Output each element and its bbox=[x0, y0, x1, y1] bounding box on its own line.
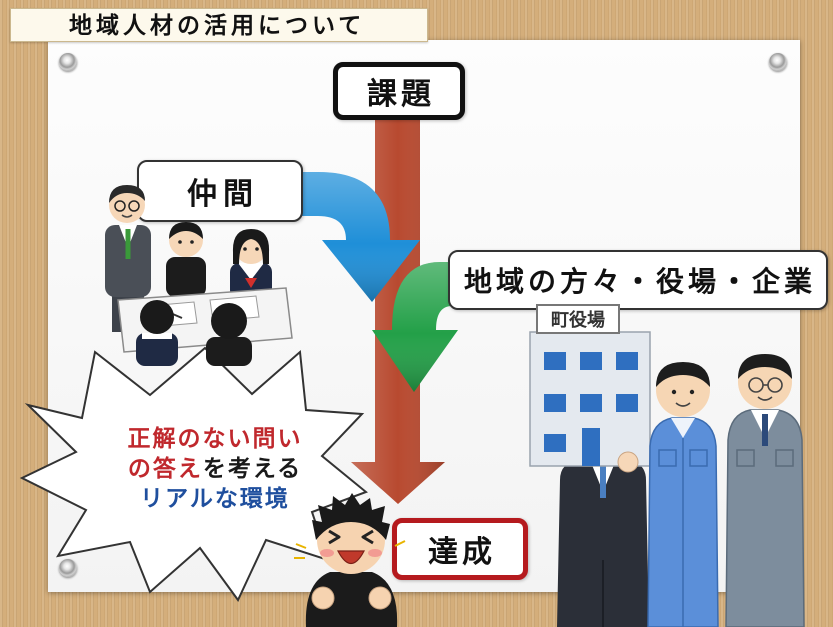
burst-message: 正解のない問い の答えを考える リアルな環境 bbox=[110, 424, 320, 514]
teacher-mouth bbox=[121, 214, 133, 218]
community-box: 地域の方々・役場・企業 bbox=[448, 250, 828, 310]
teacher-students-illustration bbox=[105, 185, 293, 366]
speech-burst bbox=[19, 346, 368, 602]
happy-student-illustration bbox=[294, 493, 406, 627]
community-label: 地域の方々・役場・企業 bbox=[463, 265, 816, 298]
happy-student-hair bbox=[312, 493, 390, 540]
pin-icon bbox=[769, 53, 787, 71]
happy-student-eye-left bbox=[328, 529, 341, 545]
student-back-left-collar bbox=[142, 333, 172, 339]
student-boy-eye-right bbox=[190, 240, 194, 244]
official-tie bbox=[600, 462, 606, 498]
student-back-left-body bbox=[136, 333, 178, 366]
student-girl-figure bbox=[230, 229, 272, 299]
issue-box: 課題 bbox=[333, 62, 465, 120]
title-box: 地域人材の活用について bbox=[10, 8, 428, 42]
student-boy-eye-left bbox=[178, 240, 182, 244]
worker-pocket bbox=[658, 449, 677, 467]
pin-icon bbox=[59, 559, 77, 577]
sparkle-lines bbox=[294, 540, 406, 559]
student-girl-ribbon bbox=[245, 278, 257, 288]
worker2-pocket bbox=[775, 449, 794, 467]
student-back-view-left bbox=[136, 300, 178, 366]
student-boy-body bbox=[166, 257, 206, 297]
peers-arrow-shading bbox=[298, 172, 420, 302]
worker-figure-blue-uniform bbox=[647, 362, 719, 627]
worker-hair bbox=[656, 362, 710, 387]
teacher-glasses-left bbox=[114, 200, 126, 212]
peers-box: 仲間 bbox=[137, 160, 303, 222]
town-hall-window bbox=[616, 352, 638, 370]
community-arrow-shading bbox=[372, 262, 458, 392]
happy-student-uniform bbox=[305, 572, 398, 627]
burst-line-1: 正解のない問い bbox=[110, 424, 320, 454]
town-hall-illustration: 町役場 bbox=[529, 304, 651, 467]
teacher-tie bbox=[125, 229, 131, 259]
happy-student-fist-right bbox=[368, 586, 392, 610]
town-hall-official-figure: 町役場 bbox=[529, 304, 651, 627]
student-girl-hair bbox=[232, 229, 270, 264]
town-hall-window bbox=[544, 434, 566, 452]
worker2-mouth bbox=[757, 396, 773, 401]
happy-student-eye-right bbox=[361, 529, 374, 545]
official-fist bbox=[617, 451, 639, 473]
town-hall-window bbox=[616, 394, 638, 412]
sparkle-line bbox=[295, 543, 307, 549]
issue-label: 課題 bbox=[367, 77, 435, 112]
happy-student-blush-left bbox=[320, 549, 334, 557]
student-boy-figure bbox=[166, 222, 206, 297]
teacher-hair bbox=[109, 185, 145, 203]
burst-text-real-environment: リアルな環境 bbox=[140, 486, 290, 512]
worker-collar bbox=[671, 418, 695, 438]
burst-text-answer: の答え bbox=[127, 456, 203, 482]
worker-figure-grey-uniform bbox=[725, 354, 805, 627]
worker-mouth bbox=[675, 402, 691, 407]
achievement-box: 達成 bbox=[392, 518, 528, 580]
peers-label: 仲間 bbox=[187, 177, 259, 212]
burst-text-think: を考える bbox=[202, 456, 303, 482]
burst-text-no-right-answer: 正解のない問い bbox=[127, 426, 303, 452]
worker2-hair bbox=[738, 354, 792, 379]
student-back-view-right bbox=[206, 303, 252, 366]
town-hall-window bbox=[544, 394, 566, 412]
sparkle-line bbox=[394, 540, 406, 547]
burst-line-3: リアルな環境 bbox=[110, 484, 320, 514]
slide-title: 地域人材の活用について bbox=[69, 13, 366, 39]
town-hall-sign-board bbox=[536, 304, 620, 334]
town-hall-sign: 町役場 bbox=[551, 309, 605, 331]
teacher-head bbox=[109, 187, 145, 223]
official-suit bbox=[557, 460, 649, 627]
worker-pocket bbox=[689, 449, 708, 467]
worker2-pocket bbox=[736, 449, 755, 467]
pin-icon bbox=[59, 53, 77, 71]
achievement-label: 達成 bbox=[428, 535, 496, 570]
teacher-glasses-right bbox=[128, 200, 140, 212]
happy-student-mouth bbox=[337, 550, 365, 565]
student-girl-eye-left bbox=[243, 247, 247, 251]
town-hall-window bbox=[580, 394, 602, 412]
happy-student-fist-left bbox=[311, 586, 335, 610]
town-hall-window bbox=[580, 352, 602, 370]
teacher-body bbox=[105, 225, 151, 297]
town-hall-door bbox=[582, 428, 600, 466]
student-boy-hair bbox=[169, 222, 203, 239]
peers-arrow bbox=[298, 172, 420, 302]
burst-line-2: の答えを考える bbox=[110, 454, 320, 484]
student-back-right-body bbox=[206, 337, 252, 366]
student-back-left-head bbox=[140, 300, 174, 334]
worker-eye-right bbox=[689, 389, 695, 395]
student-girl-collar bbox=[238, 263, 264, 280]
student-girl-eye-right bbox=[255, 247, 259, 251]
worker-eye-left bbox=[671, 389, 677, 395]
happy-student-blush-right bbox=[368, 549, 382, 557]
student-back-right-head bbox=[211, 303, 247, 339]
town-hall-window bbox=[544, 352, 566, 370]
worker2-tie bbox=[762, 414, 768, 446]
community-arrow bbox=[372, 262, 458, 392]
